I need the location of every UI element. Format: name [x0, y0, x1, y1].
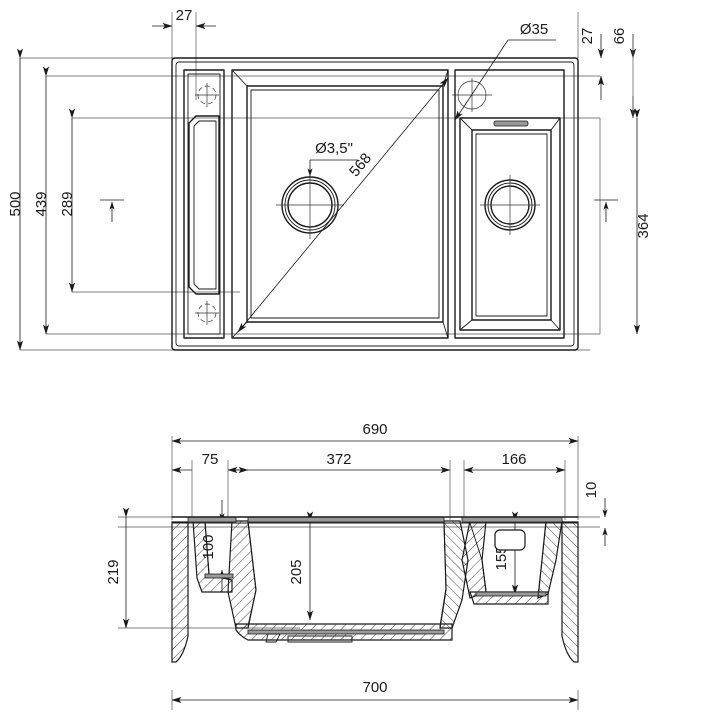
right-bowl-left-wall [461, 520, 487, 599]
left-recess-strip-inner [193, 120, 217, 290]
dim-label-364: 364 [635, 213, 652, 238]
section-inner-contours [204, 522, 547, 627]
dim-label-27-left: 27 [176, 7, 193, 24]
section-marker-left [100, 199, 124, 222]
dim-label-439: 439 [33, 191, 50, 216]
dim-66-right: 66 [611, 28, 637, 119]
right-bowl-inner-wall [471, 129, 552, 321]
section-extension-lines [118, 436, 600, 710]
dim-label-289: 289 [59, 191, 76, 216]
leader-tap-hole: Ø35 [454, 21, 556, 121]
dim-700: 700 [171, 679, 579, 704]
dim-label-500: 500 [7, 191, 24, 216]
left-ledge-outline [183, 69, 225, 339]
section-rim-band [171, 516, 579, 524]
main-bowl-opening [231, 69, 449, 339]
main-bowl-inner-wall [246, 85, 444, 323]
dim-label-690: 690 [362, 421, 387, 438]
right-bowl-drain [480, 175, 540, 235]
right-bowl-opening [454, 69, 565, 339]
dim-205: 205 [288, 511, 314, 621]
main-drain-boss [287, 635, 353, 643]
dim-10: 10 [583, 482, 608, 546]
dim-label-27-right: 27 [579, 28, 596, 45]
fixing-mark-top [195, 83, 219, 107]
dim-label-205: 205 [288, 559, 305, 584]
dim-439: 439 [33, 66, 50, 335]
left-recess-strip [188, 115, 220, 295]
overflow-slot [493, 120, 529, 127]
main-bowl-chamfers [231, 69, 449, 339]
section-view-group: 690 75 372 166 10 219 [105, 421, 608, 710]
dim-219: 219 [105, 507, 130, 629]
dim-label-10: 10 [583, 482, 600, 499]
right-bowl-right-wall [537, 520, 563, 599]
dim-289: 289 [59, 108, 76, 293]
section-marker-right [594, 199, 618, 222]
dim-75: 75 [171, 451, 249, 474]
dim-166: 166 [463, 451, 566, 474]
fixing-mark-bottom [195, 301, 219, 325]
left-outer-skirt [171, 521, 189, 663]
dim-label-tap-hole: Ø35 [520, 21, 548, 38]
main-bowl-foot [265, 633, 281, 643]
dim-label-66: 66 [611, 28, 628, 45]
right-bowl-inner-wall2 [475, 133, 548, 317]
dim-27-right: 27 [579, 28, 605, 100]
dim-690: 690 [171, 421, 579, 445]
dim-label-219: 219 [105, 559, 122, 584]
dim-label-372: 372 [326, 451, 351, 468]
right-outer-skirt [561, 521, 579, 663]
sink-outer-rim-inner [175, 61, 575, 347]
dim-label-700: 700 [362, 679, 387, 696]
main-bowl-inner-wall2 [250, 89, 440, 319]
overflow-opening [494, 529, 526, 551]
section-detail-lines [204, 573, 547, 643]
dim-label-75: 75 [202, 451, 219, 468]
main-bowl-drain [276, 171, 344, 239]
dim-27-left: 27 [152, 7, 216, 30]
dim-372: 372 [227, 451, 451, 474]
dim-500: 500 [7, 48, 24, 351]
dim-label-drain-diameter: Ø3,5" [315, 140, 353, 157]
sink-outer-rim [171, 57, 579, 351]
dim-364: 364 [633, 108, 652, 335]
dim-568-diagonal: 568 [237, 77, 449, 333]
dim-label-155: 155 [493, 545, 510, 570]
top-view-group: 27 500 439 289 27 [7, 7, 652, 351]
dim-label-166: 166 [501, 451, 526, 468]
left-ledge-inner [187, 73, 221, 335]
